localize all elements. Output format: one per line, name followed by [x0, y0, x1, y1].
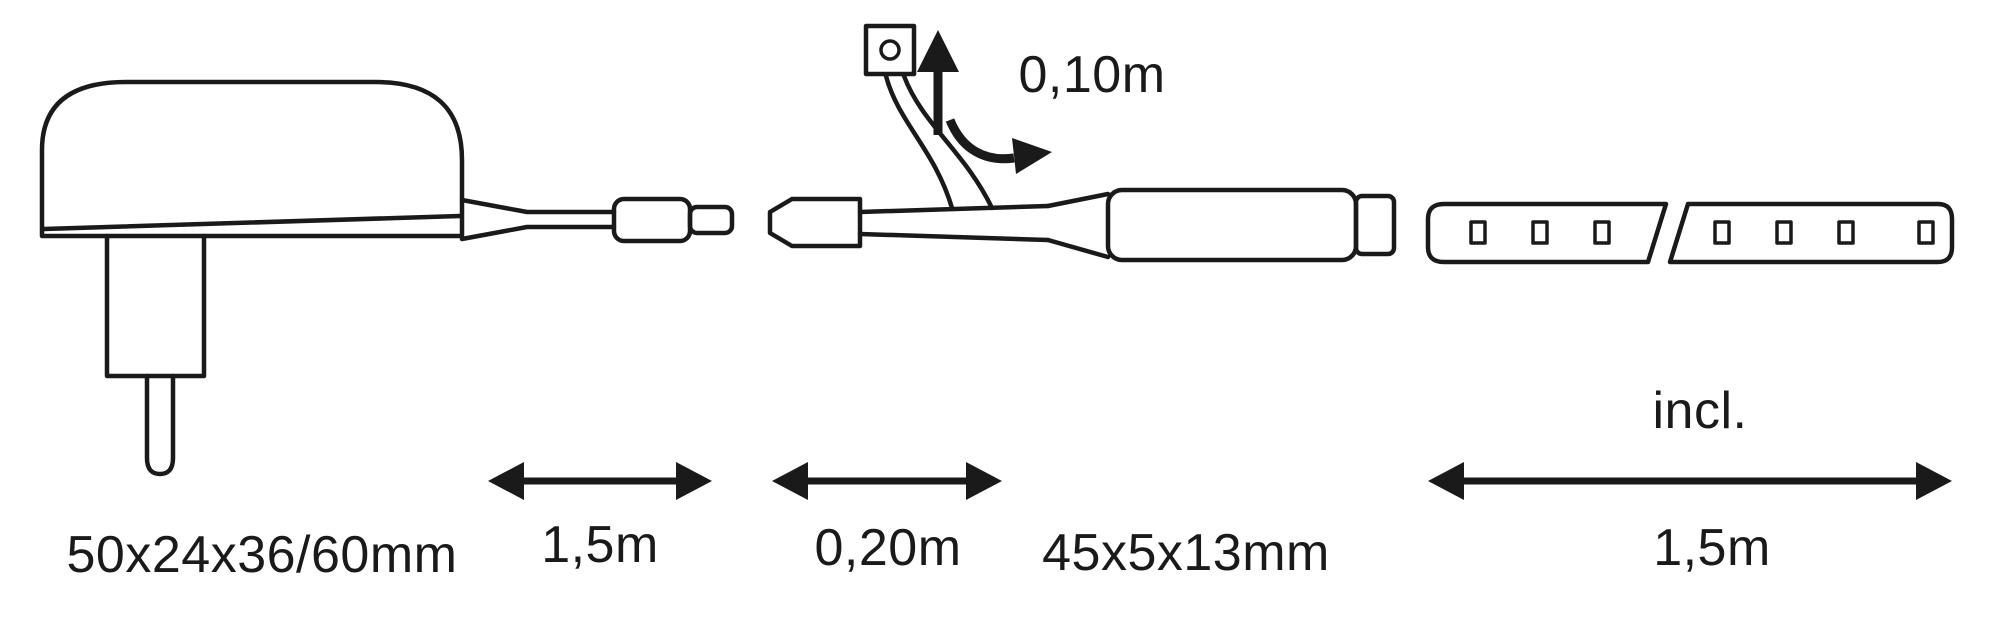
- sensor-icon: [863, 23, 917, 77]
- adapter-dimensions-label: 50x24x36/60mm: [67, 526, 458, 584]
- power-adapter-drawing: [39, 79, 465, 477]
- sensor-cable-length-label: 0,10m: [1018, 46, 1165, 104]
- dimension-arrow-led-strip: [1428, 462, 1952, 500]
- dimension-arrow-power-cable: [488, 462, 712, 500]
- included-label: incl.: [1653, 382, 1748, 440]
- led-chip-icon: [1917, 220, 1935, 245]
- sensor-up-arrow-icon: [917, 30, 959, 135]
- controller-drawing: [1105, 187, 1397, 263]
- led-strip-drawing: [1425, 201, 1955, 265]
- sensor-curve-arrow-icon: [945, 118, 1052, 174]
- inline-connector-drawing: [767, 191, 1111, 260]
- led-chip-icon: [1713, 220, 1731, 245]
- power-cable-drawing: [459, 196, 735, 244]
- connector-cable-length-label: 0,20m: [814, 519, 961, 577]
- led-chip-icon: [1593, 220, 1611, 245]
- dc-plug-icon: [611, 196, 693, 244]
- led-chip-icon: [1837, 220, 1855, 245]
- sensor-drawing: [863, 23, 995, 211]
- led-chip-icon: [1531, 220, 1549, 245]
- strip-length-label: 1,5m: [1653, 519, 1771, 577]
- led-chip-icon: [1775, 220, 1793, 245]
- dimension-arrow-connector-cable: [772, 462, 1002, 500]
- power-cable-length-label: 1,5m: [541, 516, 659, 574]
- controller-dimensions-label: 45x5x13mm: [1042, 524, 1330, 582]
- plug-pin: [144, 373, 176, 477]
- led-chip-icon: [1469, 220, 1487, 245]
